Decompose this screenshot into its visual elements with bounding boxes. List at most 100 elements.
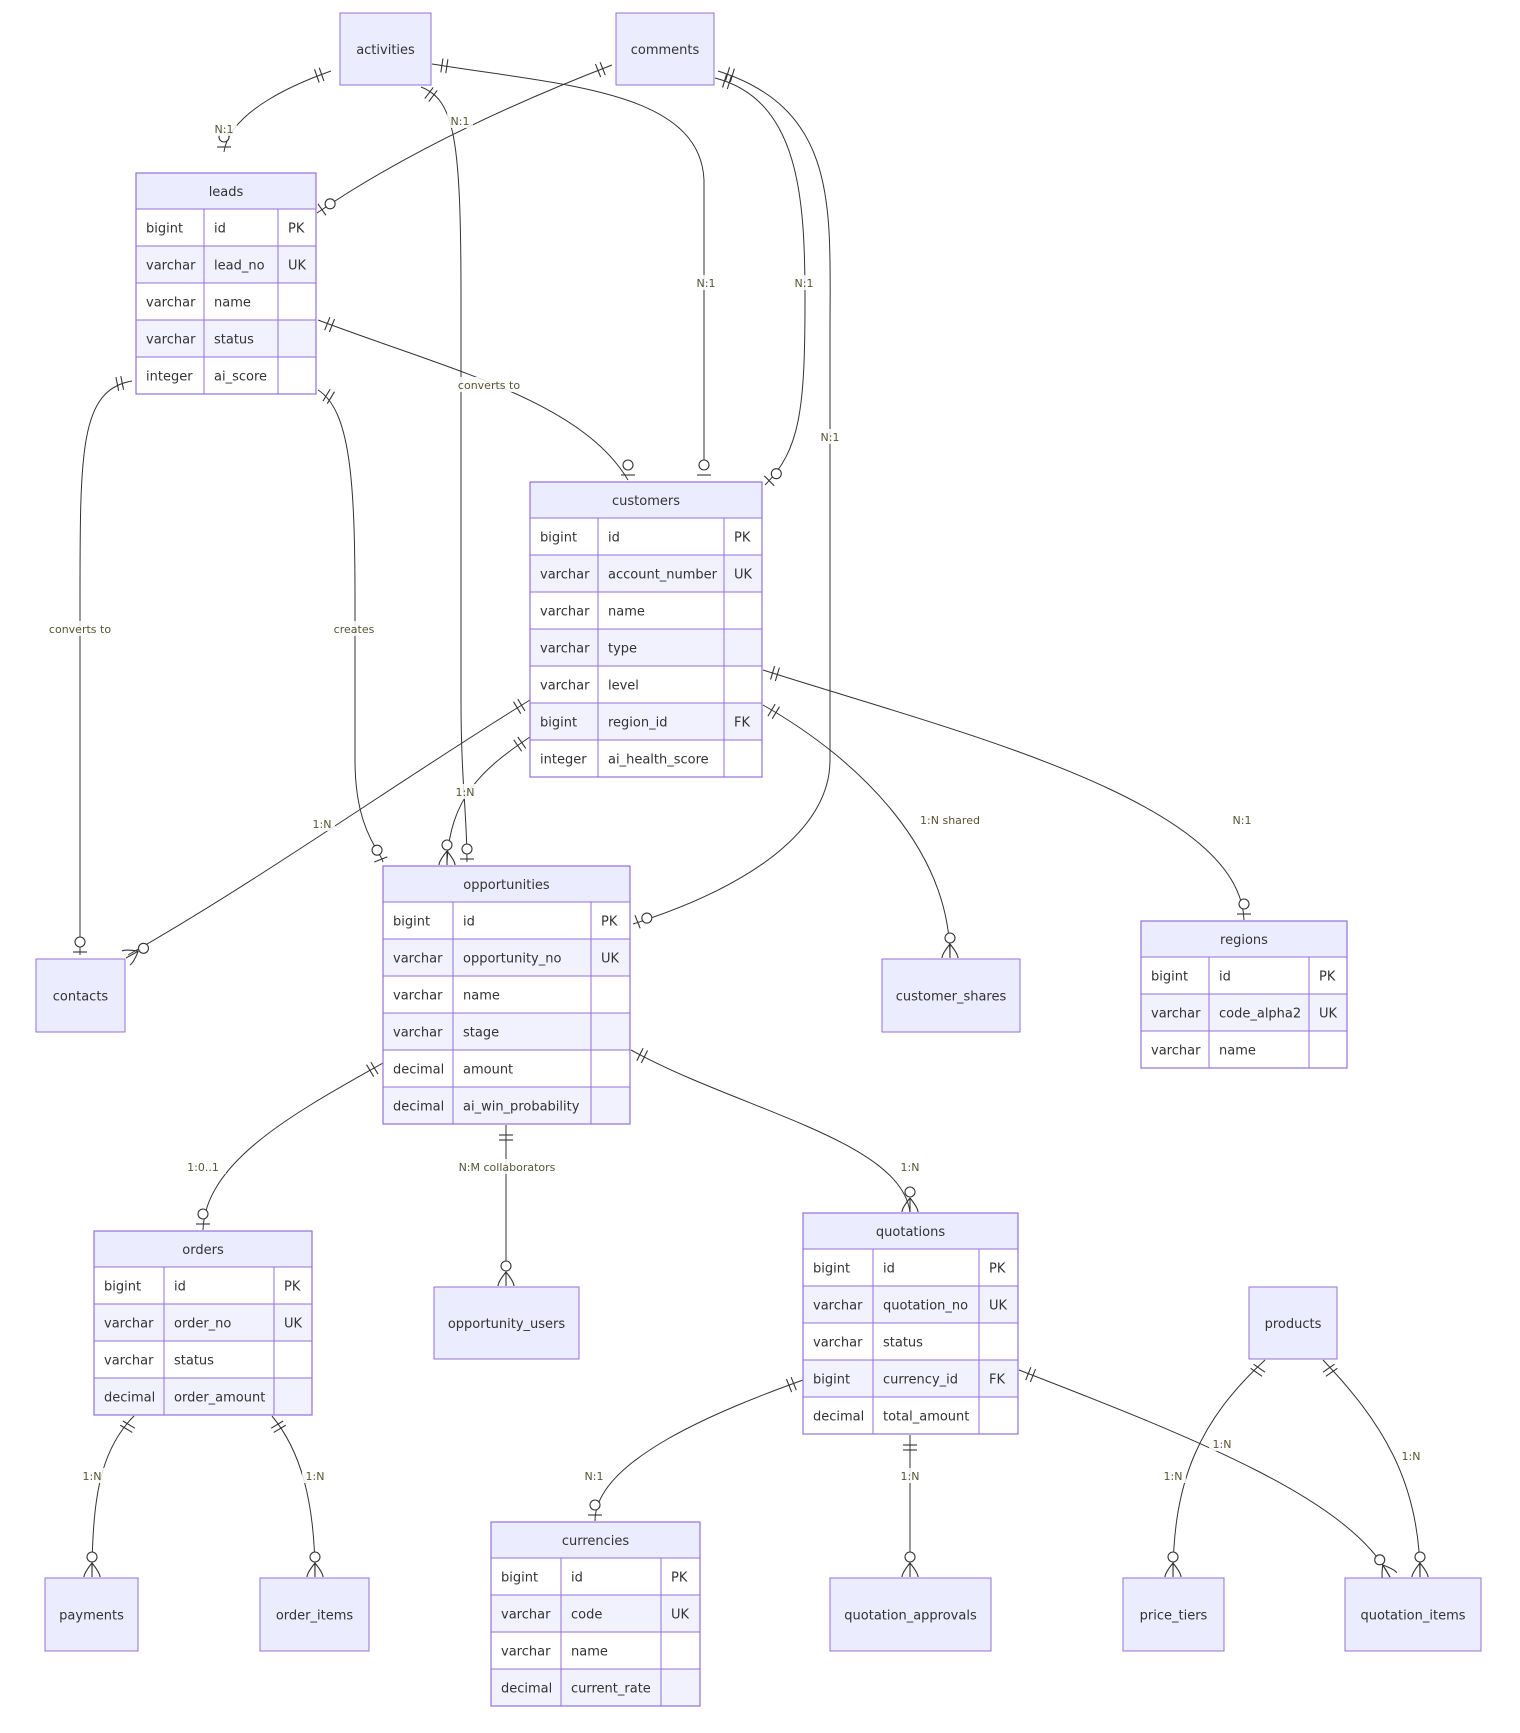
entity-box [339, 12, 432, 86]
relationship-label: converts to [449, 377, 529, 392]
entity-opportunity_users[interactable]: opportunity_users [433, 1286, 580, 1360]
label-text: creates [334, 623, 375, 636]
cardinality-zero-many-marker [1164, 1551, 1182, 1578]
cardinality-one-marker [636, 1047, 649, 1064]
attribute-name: code_alpha2 [1219, 1007, 1301, 1022]
entity-customer_shares[interactable]: customer_shares [881, 958, 1021, 1033]
entity-box [1344, 1577, 1482, 1652]
entity-comments[interactable]: comments [615, 12, 715, 86]
entity-quotation_approvals[interactable]: quotation_approvals [829, 1577, 992, 1652]
attribute-key: UK [601, 952, 620, 967]
attribute-type: decimal [104, 1391, 155, 1406]
entity-name: quotation_items [1360, 1609, 1465, 1624]
row-background [491, 1632, 700, 1669]
label-text: 1:N [901, 1470, 920, 1483]
row-background [803, 1397, 1018, 1434]
entity-name: opportunities [463, 878, 550, 893]
label-text: 1:N [1164, 1470, 1183, 1483]
cardinality-zero-many-marker [1411, 1551, 1429, 1578]
entity-outline [802, 1212, 1019, 1435]
attribute-type: varchar [540, 642, 590, 657]
relationship-products-tiers [1172, 1359, 1266, 1578]
row-background [1141, 957, 1347, 994]
cardinality-zero-one-marker [73, 936, 87, 953]
attribute-type: varchar [104, 1317, 154, 1332]
entity-header [382, 865, 631, 903]
cardinality-zero-many-marker [438, 839, 456, 866]
entity-box [44, 1577, 139, 1652]
row-background [491, 1669, 700, 1706]
attribute-name: name [214, 296, 251, 311]
label-text: 1:N [1213, 1438, 1232, 1451]
attribute-type: integer [146, 370, 193, 385]
entity-payments[interactable]: payments [44, 1577, 139, 1652]
relationship-label: 1:N [309, 816, 335, 831]
attribute-name: level [608, 679, 639, 694]
entity-activities[interactable]: activities [339, 12, 432, 86]
entity-name: quotations [876, 1225, 945, 1240]
entity-order_items[interactable]: order_items [259, 1577, 370, 1652]
row-background [530, 629, 762, 666]
label-text: 1:N [1402, 1450, 1421, 1463]
attribute-type: varchar [813, 1299, 863, 1314]
label-text: 1:N [313, 818, 332, 831]
relationship-customers-shares [762, 704, 951, 959]
cardinality-zero-many-marker [941, 932, 959, 959]
entity-contacts[interactable]: contacts [35, 958, 126, 1033]
attribute-name: type [608, 642, 637, 657]
attribute-type: decimal [393, 1100, 444, 1115]
relationship-label: N:1 [791, 275, 817, 290]
attribute-type: varchar [501, 1645, 551, 1660]
attribute-type: bigint [501, 1571, 538, 1586]
attribute-key: UK [734, 568, 753, 583]
entity-name: quotation_approvals [844, 1609, 977, 1624]
label-background [693, 275, 719, 290]
entity-box [1248, 1286, 1338, 1360]
row-background [530, 703, 762, 740]
cardinality-one-marker [513, 698, 526, 715]
label-background [1229, 812, 1255, 827]
relationship-comments-leads [316, 64, 613, 214]
entity-name: order_items [276, 1609, 354, 1624]
relationship-leads-opportunities [317, 389, 384, 863]
row-background [94, 1304, 312, 1341]
attribute-type: varchar [104, 1354, 154, 1369]
relationship-label: 1:N [1398, 1448, 1424, 1463]
relationship-label: N:1 [693, 275, 719, 290]
cardinality-zero-one-marker [763, 468, 782, 487]
attribute-key: UK [288, 259, 307, 274]
entity-box [829, 1577, 992, 1652]
entity-name: comments [631, 43, 700, 58]
attribute-name: opportunity_no [463, 952, 561, 967]
attribute-type: varchar [540, 605, 590, 620]
entity-products[interactable]: products [1248, 1286, 1338, 1360]
row-background [491, 1595, 700, 1632]
attribute-key: PK [989, 1262, 1006, 1277]
label-background [211, 121, 237, 136]
attribute-name: stage [463, 1026, 499, 1041]
relationship-customers-opportunities [446, 736, 531, 863]
entity-price_tiers[interactable]: price_tiers [1122, 1577, 1225, 1652]
entity-name: customer_shares [896, 990, 1007, 1005]
relationship-label: N:1 [211, 121, 237, 136]
entity-box [433, 1286, 580, 1360]
entity-name: customers [612, 494, 680, 509]
cardinality-one-marker [115, 375, 125, 391]
entity-box [1122, 1577, 1225, 1652]
cardinality-one-marker [767, 703, 780, 720]
entity-quotation_items[interactable]: quotation_items [1344, 1577, 1482, 1652]
attribute-key: UK [671, 1608, 690, 1623]
